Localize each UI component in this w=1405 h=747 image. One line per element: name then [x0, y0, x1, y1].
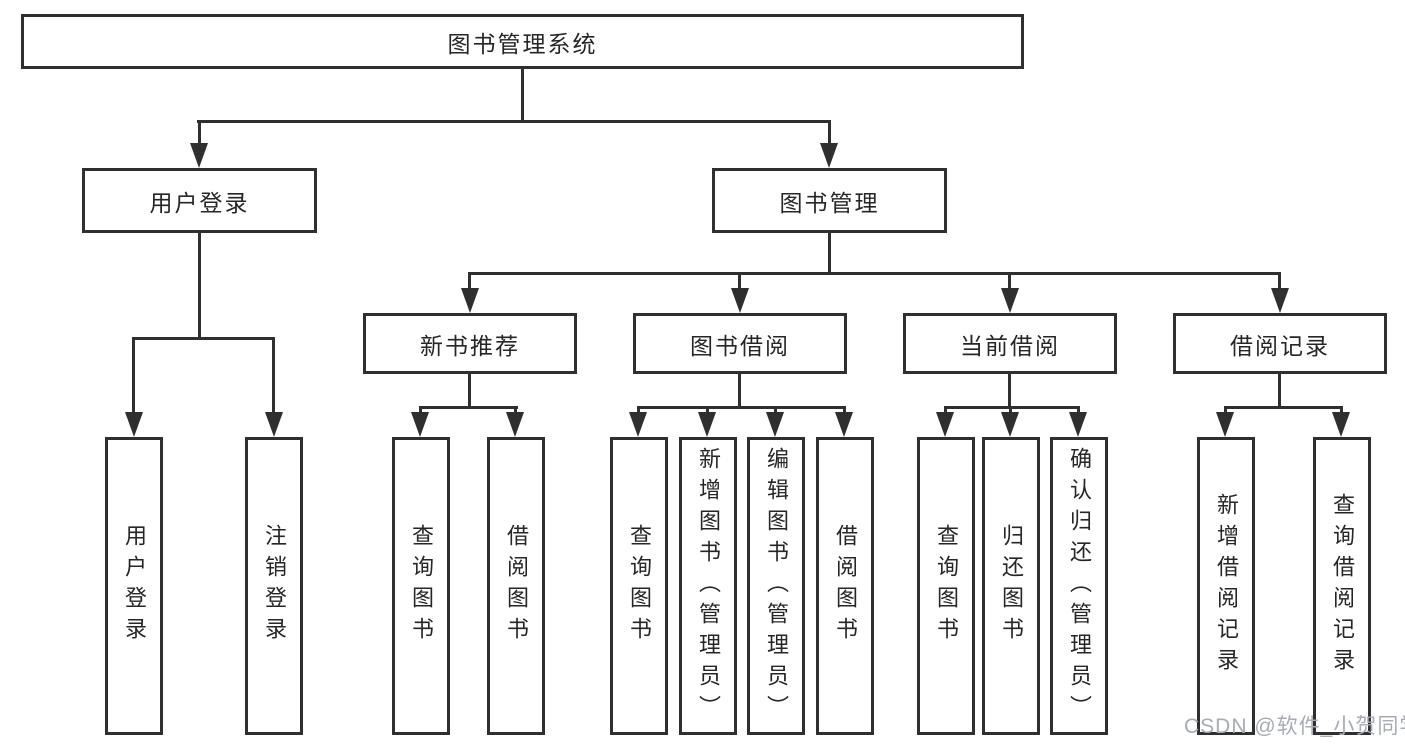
arrowhead-down-icon: [731, 288, 749, 313]
arrowhead-down-icon: [1001, 288, 1019, 313]
node-book-borrow: 图书借阅: [633, 313, 847, 374]
connector-g4-drop1: [1224, 406, 1227, 414]
connector-g3-drop1: [944, 406, 947, 414]
connector-g2-drop3: [774, 406, 777, 414]
node-leaf-add-borrow-record: 新增借阅记录: [1197, 437, 1255, 735]
node-book-mgmt: 图书管理: [712, 168, 947, 233]
connector-g1-drop2: [514, 406, 517, 414]
node-root-library-system: 图书管理系统: [21, 14, 1024, 69]
csdn-watermark: CSDN @软件_小贺同学: [1184, 715, 1405, 738]
node-leaf-add-books-admin: 新增图书（管理员）: [679, 437, 737, 735]
connector-drop-leaf-logout: [272, 337, 275, 414]
node-leaf-user-login: 用户登录: [105, 437, 163, 735]
arrowhead-down-icon: [190, 143, 208, 168]
connector-g2-drop1: [637, 406, 640, 414]
connector-root-stem: [521, 68, 524, 120]
connector-drop-current-borrow: [1008, 272, 1011, 290]
connector-g1-stem: [468, 374, 471, 406]
node-leaf-query-books-3: 查询图书: [917, 437, 975, 735]
arrowhead-down-icon: [698, 412, 716, 437]
connector-g3-drop3: [1077, 406, 1080, 414]
connector-g2-stem: [738, 374, 741, 406]
arrowhead-down-icon: [125, 412, 143, 437]
arrowhead-down-icon: [1001, 412, 1019, 437]
node-leaf-query-books-2: 查询图书: [610, 437, 668, 735]
arrowhead-down-icon: [835, 412, 853, 437]
connector-drop-book-borrow: [738, 272, 741, 290]
connector-drop-leaf-user-login: [132, 337, 135, 414]
connector-g2-drop2: [706, 406, 709, 414]
node-borrow-records: 借阅记录: [1173, 313, 1387, 374]
arrowhead-down-icon: [1069, 412, 1087, 437]
node-leaf-edit-books-admin: 编辑图书（管理员）: [747, 437, 805, 735]
connector-g3-drop2: [1009, 406, 1012, 414]
arrowhead-down-icon: [506, 412, 524, 437]
node-leaf-borrow-books-2: 借阅图书: [816, 437, 874, 735]
node-leaf-logout: 注销登录: [245, 437, 303, 735]
connector-drop-new-books: [468, 272, 471, 290]
connector-g2-drop4: [843, 406, 846, 414]
arrowhead-down-icon: [1271, 288, 1289, 313]
node-leaf-borrow-books-1: 借阅图书: [487, 437, 545, 735]
connector-user-stem: [198, 233, 201, 337]
connector-drop-borrow-records: [1278, 272, 1281, 290]
node-leaf-query-books-1: 查询图书: [392, 437, 450, 735]
connector-mgmt-stem: [828, 233, 831, 272]
node-current-borrow: 当前借阅: [903, 313, 1117, 374]
connector-g3-hbar: [944, 406, 1080, 409]
connector-drop-book-mgmt: [828, 120, 831, 145]
node-new-books: 新书推荐: [363, 313, 577, 374]
arrowhead-down-icon: [411, 412, 429, 437]
arrowhead-down-icon: [461, 288, 479, 313]
connector-g1-drop1: [419, 406, 422, 414]
arrowhead-down-icon: [820, 143, 838, 168]
connector-g4-drop2: [1340, 406, 1343, 414]
connector-g1-hbar: [419, 406, 518, 409]
arrowhead-down-icon: [1216, 412, 1234, 437]
connector-g2-hbar: [637, 406, 845, 409]
connector-user-hbar: [133, 337, 275, 340]
connector-g3-stem: [1008, 374, 1011, 406]
node-leaf-query-borrow-record: 查询借阅记录: [1313, 437, 1371, 735]
arrowhead-down-icon: [766, 412, 784, 437]
connector-root-hbar: [197, 120, 831, 123]
connector-g4-hbar: [1224, 406, 1342, 409]
connector-g4-stem: [1278, 374, 1281, 406]
node-user-login: 用户登录: [82, 168, 317, 233]
connector-drop-user-login: [198, 120, 201, 145]
arrowhead-down-icon: [936, 412, 954, 437]
arrowhead-down-icon: [629, 412, 647, 437]
arrowhead-down-icon: [1332, 412, 1350, 437]
node-leaf-return-books: 归还图书: [982, 437, 1040, 735]
arrowhead-down-icon: [265, 412, 283, 437]
node-leaf-confirm-return-admin: 确认归还（管理员）: [1050, 437, 1108, 735]
connector-mgmt-hbar: [468, 272, 1281, 275]
